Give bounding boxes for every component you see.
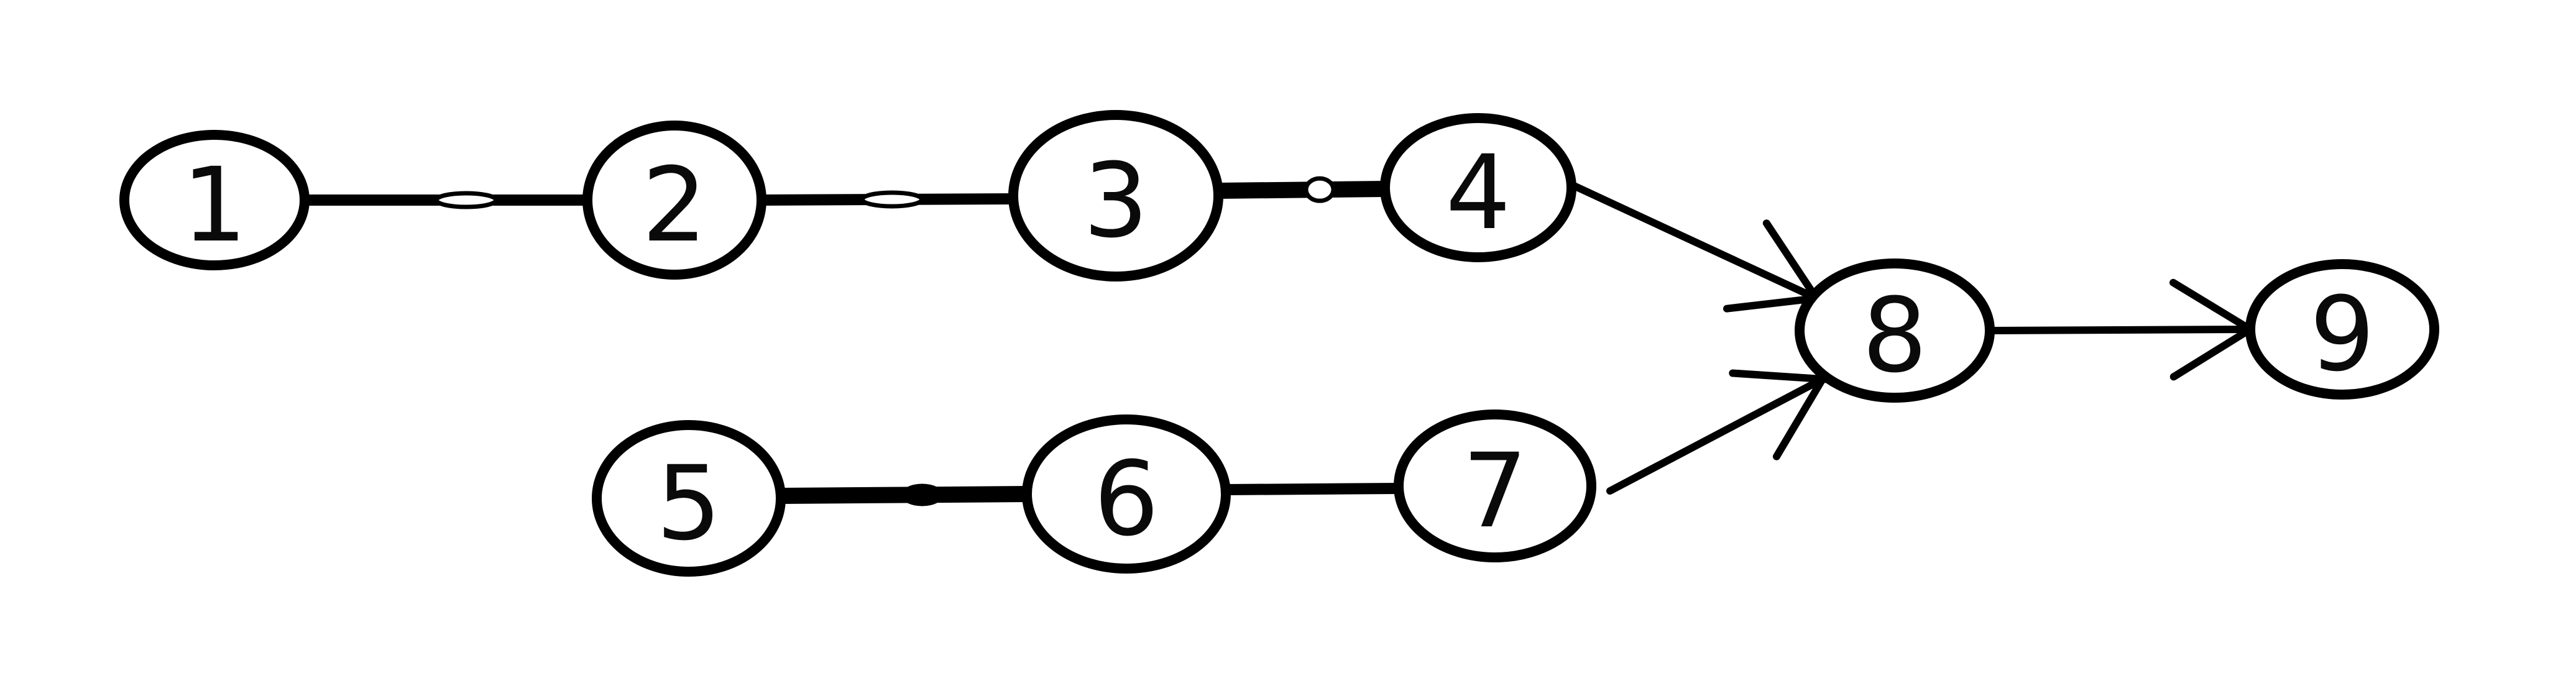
node-3: 3	[1008, 110, 1223, 281]
node-label-9: 9	[2310, 275, 2375, 394]
node-8: 8	[1795, 259, 1995, 403]
node-label-4: 4	[1446, 133, 1511, 252]
edge-line-8-9	[1986, 326, 2254, 334]
node-circle-4	[1380, 113, 1576, 262]
edge-3-4	[1210, 176, 1393, 203]
node-circle-3	[1008, 110, 1223, 281]
node-label-5: 5	[656, 444, 722, 563]
node-circle-5	[592, 420, 786, 577]
node-label-2: 2	[642, 145, 707, 265]
edge-1-2	[299, 191, 593, 209]
node-circle-9	[2245, 259, 2439, 400]
node-circle-1	[119, 130, 310, 270]
node-circle-7	[1394, 410, 1596, 562]
node-label-3: 3	[1083, 141, 1149, 260]
edge-line-7-8	[1606, 375, 1826, 495]
node-7: 7	[1394, 410, 1596, 562]
edge-5-6	[772, 483, 1035, 506]
edge-marker-1-2	[434, 191, 499, 209]
edge-8-9	[1986, 278, 2281, 381]
node-4: 4	[1380, 113, 1576, 262]
node-label-8: 8	[1862, 276, 1928, 395]
node-5: 5	[592, 420, 786, 577]
edge-line-4-8	[1569, 181, 1820, 302]
edge-line-3-4	[1210, 181, 1393, 199]
node-9: 9	[2245, 259, 2439, 400]
edge-2-3	[756, 190, 1019, 209]
node-2: 2	[582, 121, 766, 280]
node-circle-6	[1022, 414, 1231, 574]
edge-marker-2-3	[860, 190, 924, 209]
node-1: 1	[119, 130, 310, 270]
edge-marker-3-4	[1304, 176, 1336, 203]
node-circle-2	[582, 121, 766, 280]
node-label-6: 6	[1094, 439, 1159, 559]
node-label-1: 1	[182, 145, 247, 265]
nodes-layer: 1 2 3 4 5 6 7 8 9	[119, 110, 2439, 577]
edge-6-7	[1220, 483, 1404, 495]
node-circle-8	[1795, 259, 1995, 403]
edge-line-6-7	[1220, 483, 1404, 495]
edge-marker-5-6	[901, 483, 944, 506]
node-6: 6	[1022, 414, 1231, 574]
node-label-7: 7	[1463, 431, 1528, 551]
